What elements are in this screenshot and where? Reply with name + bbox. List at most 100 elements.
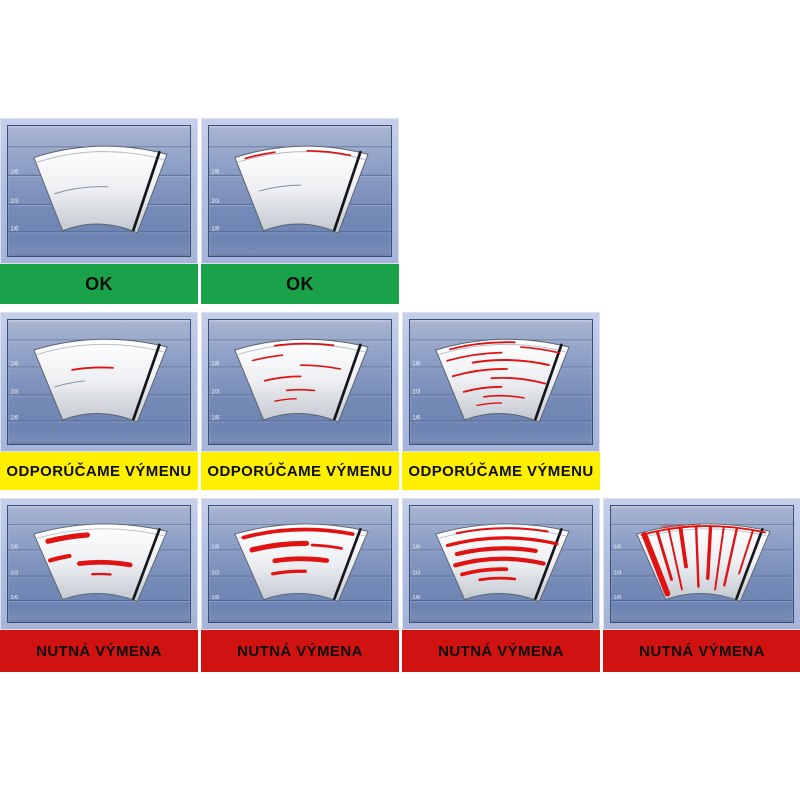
- wiper-sweep-area: [33, 338, 168, 423]
- wear-streak: [310, 543, 343, 550]
- wiper-blade: [333, 150, 362, 232]
- status-label: OK: [0, 264, 198, 304]
- wear-streak: [478, 576, 517, 582]
- status-label: NUTNÁ VÝMENA: [603, 630, 800, 672]
- scale-label: 1/6: [10, 595, 18, 601]
- scale-label: 1/6: [412, 595, 420, 601]
- panel-screen: 1/6 2/3 1/6: [7, 505, 191, 623]
- scale-label: 1/6: [412, 361, 420, 367]
- scale-label: 1/6: [10, 170, 19, 176]
- wear-streak: [445, 536, 559, 548]
- status-label: ODPORÚČAME VÝMENU: [201, 452, 399, 490]
- wear-streak: [462, 385, 503, 393]
- wear-streak-vertical: [706, 525, 713, 580]
- wear-streak: [448, 341, 516, 351]
- scale-label: 1/6: [211, 226, 220, 232]
- wiper-panel-required-1: 1/6 2/3 1/6 NUTNÁ VÝMENA: [0, 498, 198, 672]
- wiper-fan-graphic: 1/62/31/6: [209, 338, 391, 423]
- panel-frame: 1/6 2/3 1/6: [0, 498, 198, 630]
- wiper-fan-graphic: 1/62/31/6: [209, 523, 391, 603]
- fan-top-lip-line: [36, 343, 164, 355]
- wiper-fan-graphic: 1/6 2/3 1/6: [8, 523, 190, 603]
- wear-streak: [54, 186, 109, 195]
- status-label: ODPORÚČAME VÝMENU: [402, 452, 600, 490]
- wear-streak: [271, 569, 307, 576]
- wiper-blade: [132, 150, 161, 232]
- wear-streak: [451, 368, 508, 378]
- wear-streak: [272, 556, 330, 564]
- scale-label: 1/6: [211, 361, 219, 367]
- scale-label: 1/6: [10, 361, 18, 367]
- scale-label: 2/3: [211, 199, 220, 205]
- scale-label: 1/6: [613, 545, 621, 551]
- scale-label: 2/3: [412, 389, 420, 395]
- wear-streak-vertical: [667, 528, 683, 591]
- wiper-blade: [333, 343, 362, 421]
- wear-streak: [263, 375, 302, 382]
- wiper-blade: [132, 343, 161, 421]
- wear-streak-vertical: [714, 526, 725, 591]
- scale-label: 2/3: [412, 571, 420, 577]
- wear-streak: [460, 567, 509, 577]
- wiper-fan-graphic: 1/62/31/6: [8, 338, 190, 423]
- scale-label: 1/6: [211, 170, 220, 176]
- wear-streak: [476, 402, 503, 407]
- scale-label: 2/3: [10, 571, 18, 577]
- wear-streak: [455, 527, 549, 535]
- status-label: NUTNÁ VÝMENA: [0, 630, 198, 672]
- status-label: ODPORÚČAME VÝMENU: [0, 452, 198, 490]
- wiper-fan-graphic: 1/62/31/6: [410, 338, 592, 423]
- wear-streak: [299, 364, 342, 370]
- scale-label: 1/6: [613, 595, 621, 601]
- wear-streak: [54, 380, 85, 388]
- wear-streak: [45, 532, 90, 544]
- wiper-sweep-area: [33, 145, 168, 234]
- scale-label: 1/6: [211, 595, 219, 601]
- scale-label: 2/3: [211, 389, 219, 395]
- fan-top-lip-line: [36, 528, 164, 539]
- wiper-blade: [534, 343, 563, 421]
- scale-label: 1/6: [10, 545, 18, 551]
- wiper-fan-graphic: 1/62/31/6: [410, 523, 592, 603]
- wiper-fan-graphic: 1/62/31/6: [8, 145, 190, 234]
- wiper-sweep-area: [435, 338, 570, 423]
- wear-streak: [77, 559, 133, 568]
- wear-streak: [244, 151, 276, 160]
- chatter-annotation-text: ratterratterratter: [661, 523, 701, 530]
- wear-streak: [471, 359, 550, 366]
- wiper-blade: [132, 528, 161, 600]
- fan-top-lip-line: [438, 343, 566, 355]
- wear-streak: [640, 525, 767, 536]
- wear-streak-vertical: [694, 525, 700, 588]
- scale-label: 2/3: [10, 199, 19, 205]
- row-replacement-required: 1/6 2/3 1/6 NUTNÁ VÝMENA 1/6 2/3 1/6 NUTNÁ V…: [0, 498, 800, 672]
- wear-streak: [490, 376, 547, 385]
- panel-frame: 1/6 2/3 1/6: [201, 118, 399, 264]
- wear-streak: [241, 527, 355, 540]
- scale-label: 1/6: [211, 545, 219, 551]
- wiper-sweep-area: [234, 145, 369, 234]
- wear-streak: [454, 546, 538, 557]
- fan-top-lip-line: [36, 151, 164, 163]
